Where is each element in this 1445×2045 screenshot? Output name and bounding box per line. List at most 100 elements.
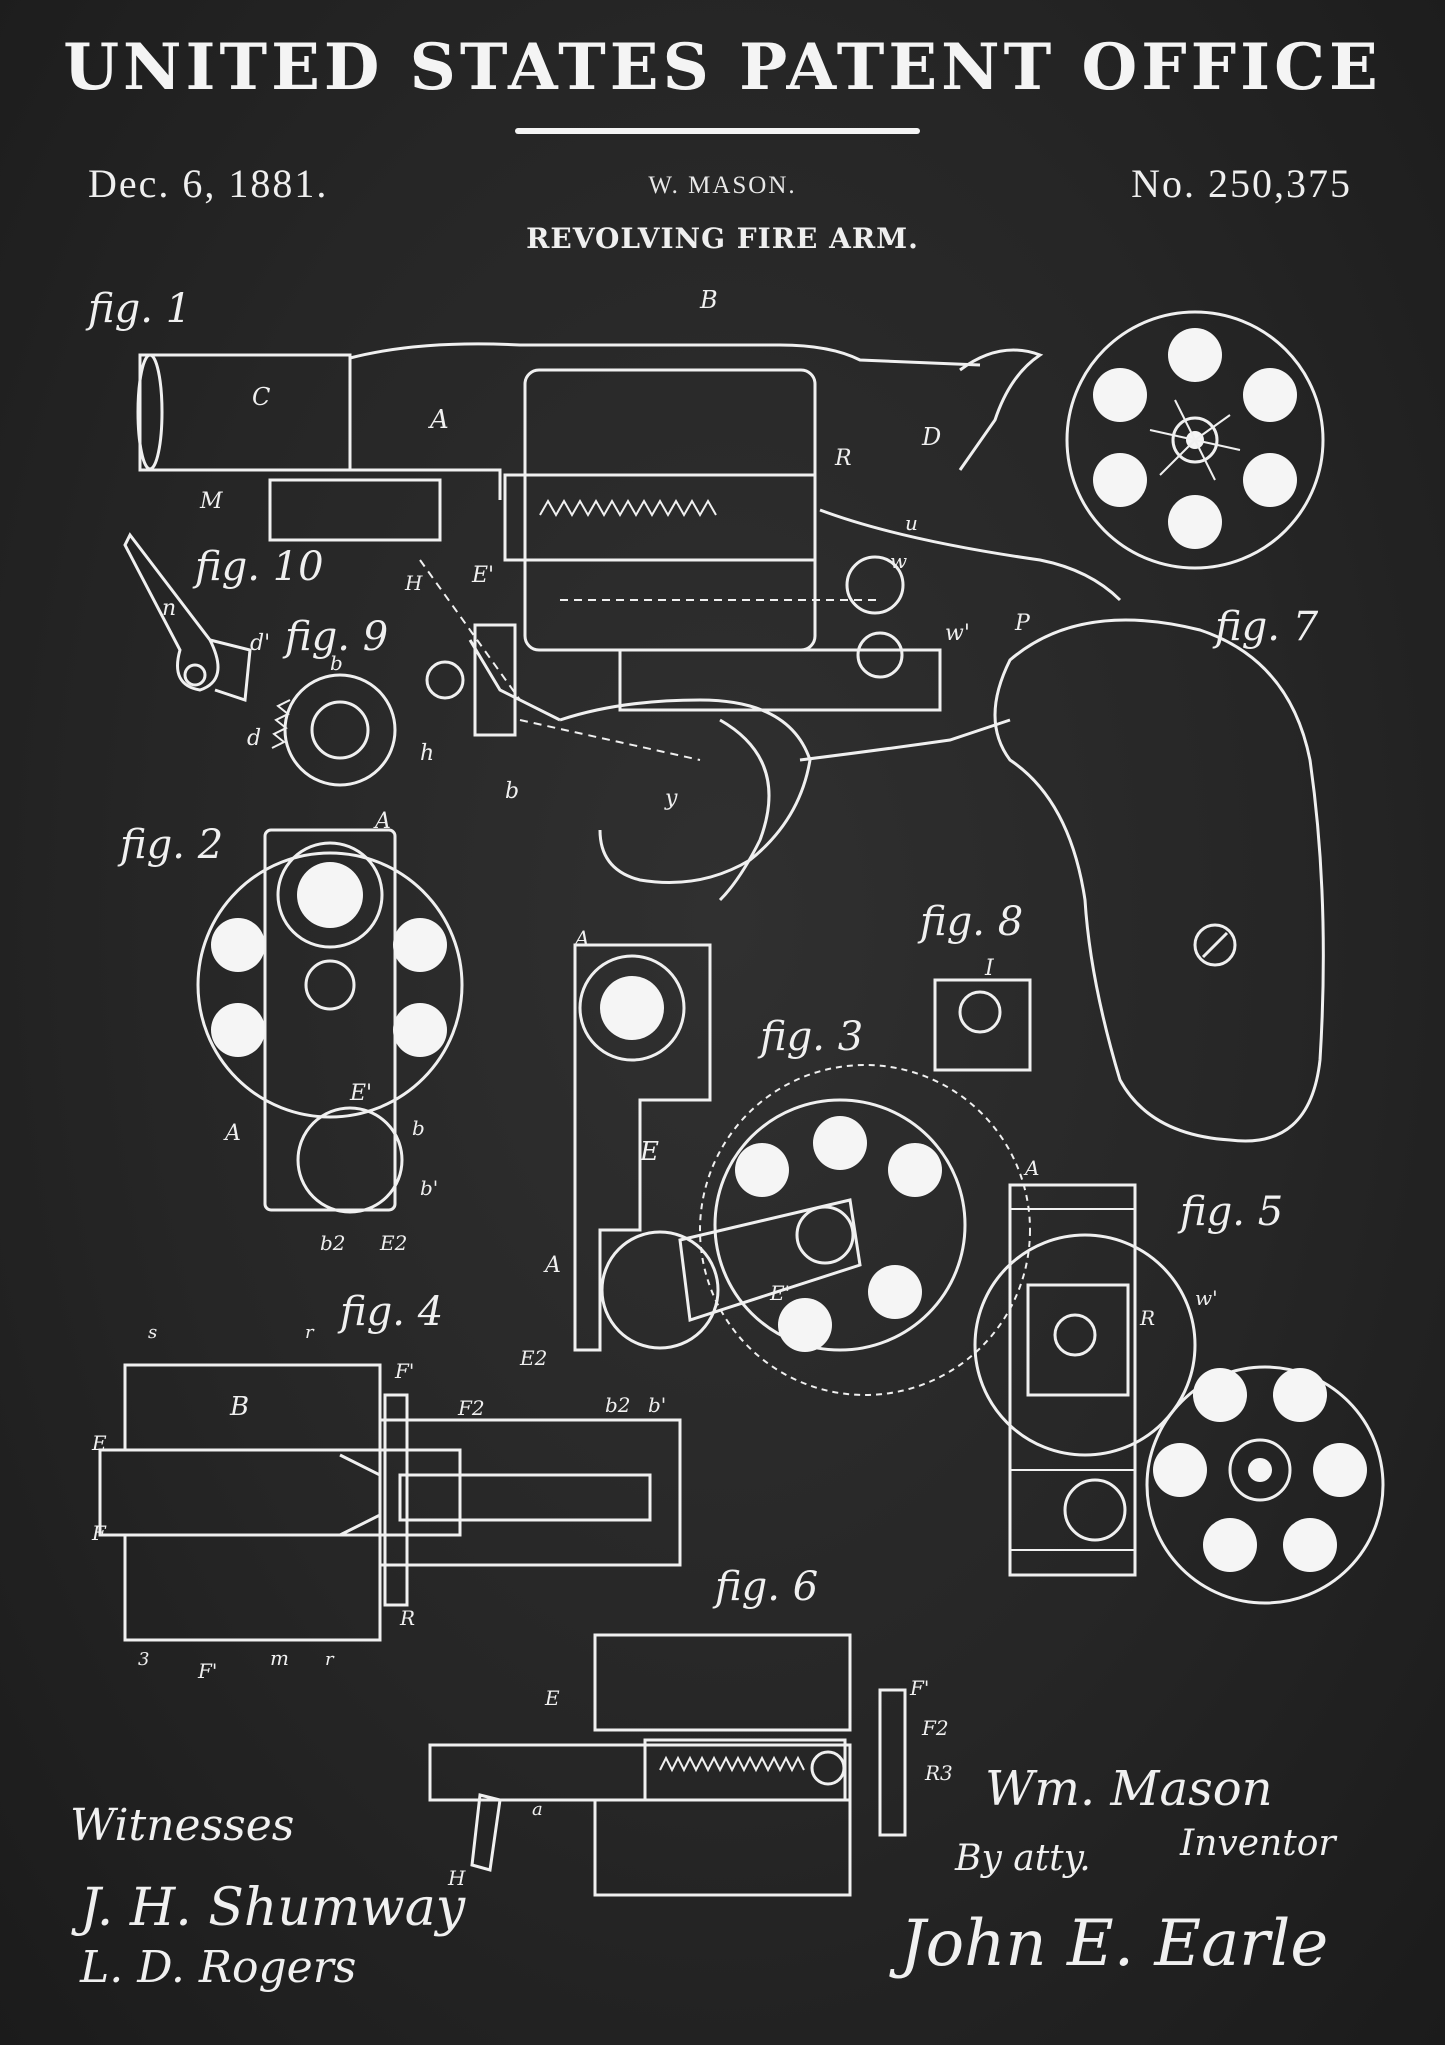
reference-letter: b2 xyxy=(605,1393,631,1417)
grip-screw xyxy=(1193,923,1237,967)
reference-letter: n xyxy=(162,596,176,621)
reference-letter: E' xyxy=(349,1081,372,1106)
fig3-label: fig. 3 xyxy=(757,1014,863,1060)
reference-letter: r xyxy=(325,1649,335,1670)
figure-8: fig. 8 I xyxy=(917,899,1032,1072)
lock-mechanism xyxy=(618,648,942,712)
witness-2-signature: L. D. Rogers xyxy=(79,1942,356,1993)
reference-letter: R xyxy=(399,1606,415,1630)
ratchet-teeth xyxy=(539,498,717,518)
reference-letter: A xyxy=(573,926,589,950)
figure-3: fig. 3 A E A E' E2 b2 b' xyxy=(519,926,1031,1417)
reference-letter: A xyxy=(543,1253,561,1278)
figure-9: fig. 9 d b xyxy=(247,614,397,787)
figure-1-revolver: fig. 1 xyxy=(85,286,1122,902)
reference-letter: F2 xyxy=(457,1396,485,1420)
reference-letter: F' xyxy=(197,1659,217,1683)
reference-letter: I xyxy=(984,956,995,981)
reference-letter: s xyxy=(148,1322,157,1343)
patent-date: Dec. 6, 1881. xyxy=(88,161,329,206)
patent-number: No. 250,375 xyxy=(1131,161,1352,206)
reference-letter: E xyxy=(91,1431,107,1455)
fig10-label: fig. 10 xyxy=(192,544,324,590)
patent-subject: REVOLVING FIRE ARM. xyxy=(526,222,919,255)
attorney-signature: John E. Earle xyxy=(889,1907,1328,1981)
reference-letter: E xyxy=(544,1686,560,1710)
reference-letter: H xyxy=(447,1866,466,1890)
by-attorney-label: By atty. xyxy=(954,1838,1091,1879)
inventor-signature: Wm. Mason xyxy=(985,1761,1273,1817)
reference-letter: B xyxy=(229,1392,249,1422)
title-rule xyxy=(515,128,920,134)
fig1-label: fig. 1 xyxy=(85,286,191,332)
trigger xyxy=(718,718,771,902)
reference-letter: F' xyxy=(394,1359,414,1383)
reference-letter: H xyxy=(404,571,423,595)
muzzle xyxy=(136,353,164,471)
hammer xyxy=(958,348,1044,471)
inventor-name: W. MASON. xyxy=(648,172,797,199)
reference-letter: R xyxy=(1139,1306,1155,1330)
reference-letter: m xyxy=(270,1646,289,1670)
reference-letter: A xyxy=(223,1121,241,1146)
reference-letter: E' xyxy=(471,563,494,588)
reference-letter: b2 xyxy=(320,1231,346,1255)
cylinder-face xyxy=(1065,310,1325,570)
reference-letter: F xyxy=(91,1521,107,1545)
reference-letter: E' xyxy=(769,1281,790,1305)
fig9-label: fig. 9 xyxy=(282,614,388,660)
figure-7: fig. 7 xyxy=(993,310,1325,1143)
reference-letter: R3 xyxy=(924,1761,953,1785)
fig2-label: fig. 2 xyxy=(117,822,223,868)
cylinder-band xyxy=(503,473,817,562)
reference-letter: u xyxy=(905,511,918,535)
reference-letter: a xyxy=(532,1799,543,1820)
reference-letter: y xyxy=(664,786,678,811)
reference-letter: E2 xyxy=(379,1231,407,1255)
figure-4: fig. 4 s r B E F F' F2 R 3 F' m r xyxy=(91,1289,682,1683)
fig4-label: fig. 4 xyxy=(337,1289,443,1335)
reference-letter: d xyxy=(247,726,261,751)
office-title: UNITED STATES PATENT OFFICE xyxy=(63,30,1382,105)
reference-letter: w xyxy=(890,549,907,573)
reference-letter: R xyxy=(834,446,852,471)
witness-1-signature: J. H. Shumway xyxy=(71,1878,466,1938)
reference-letter: E xyxy=(639,1137,659,1167)
reference-letter: b xyxy=(412,1116,425,1140)
reference-letter: A xyxy=(428,405,449,435)
reference-letter: C xyxy=(252,383,270,411)
reference-letter: r xyxy=(305,1322,315,1343)
reference-letter: w' xyxy=(945,621,970,646)
reference-letter: E2 xyxy=(519,1346,547,1370)
figure-6: fig. 6 E F' F2 R3 a H xyxy=(428,1564,953,1897)
reference-letter: M xyxy=(199,489,223,514)
reference-letter: F' xyxy=(909,1676,929,1700)
reference-letter: d' xyxy=(250,631,270,656)
reference-letter: h xyxy=(420,741,434,766)
fig6-label: fig. 6 xyxy=(712,1564,818,1610)
grip xyxy=(993,618,1325,1143)
reference-letter: A xyxy=(1023,1156,1039,1180)
inventor-label: Inventor xyxy=(1179,1823,1337,1864)
figure-5: fig. 5 A R w' xyxy=(973,1156,1385,1605)
reference-letter: b' xyxy=(420,1176,438,1200)
reference-letter: 3 xyxy=(138,1649,149,1670)
frame-top xyxy=(349,342,981,367)
reference-letter: b xyxy=(505,779,519,804)
barrel xyxy=(138,353,352,472)
reference-letter: D xyxy=(921,423,941,451)
reference-letter: B xyxy=(699,286,718,314)
signature-block: Witnesses J. H. Shumway L. D. Rogers Wm.… xyxy=(70,1761,1337,1993)
reference-letter: w' xyxy=(1195,1286,1218,1310)
fig8-label: fig. 8 xyxy=(917,899,1023,945)
figure-10: fig. 10 n d' xyxy=(123,532,324,703)
reference-letter: b' xyxy=(648,1393,666,1417)
reference-letter: b xyxy=(330,651,343,675)
fig5-label: fig. 5 xyxy=(1177,1189,1283,1235)
figure-2: fig. 2 A A E' b b' b2 E2 xyxy=(117,809,464,1255)
trigger-guard xyxy=(559,698,812,884)
reference-letter: P xyxy=(1014,611,1031,636)
reference-letter: A xyxy=(373,809,391,834)
